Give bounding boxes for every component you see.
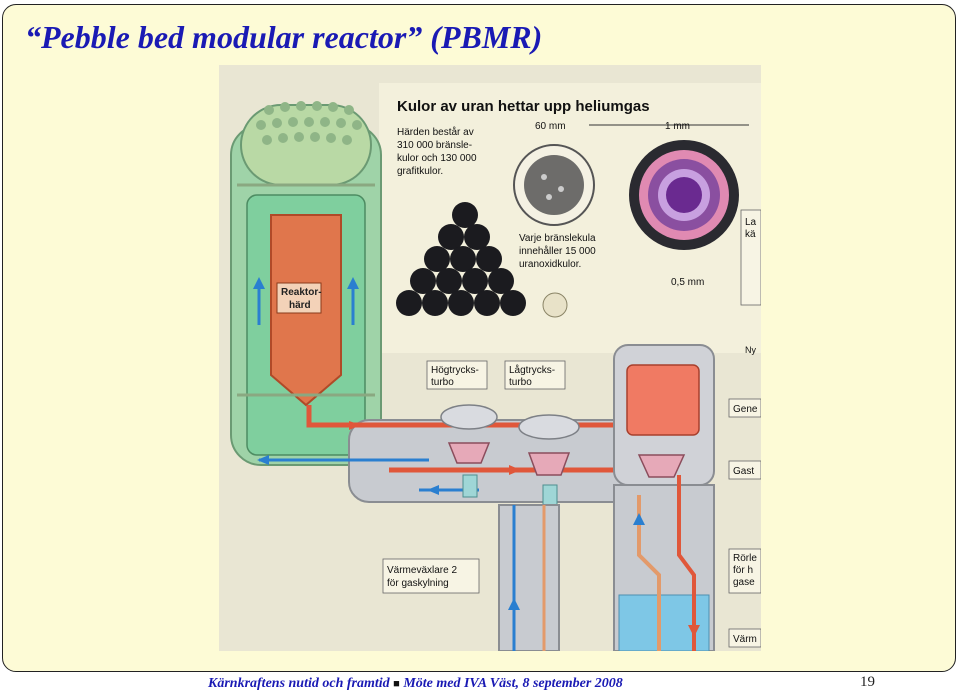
core-note-line1: Härden består av	[397, 126, 474, 138]
generator-tower	[614, 345, 714, 485]
reactor-label-line1: Reaktor-	[281, 287, 322, 298]
pebble-note-line3: uranoxidkulor.	[519, 259, 581, 270]
slide-title: “Pebble bed modular reactor” (PBMR)	[25, 19, 542, 56]
core-note-line2: 310 000 bränsle-	[397, 140, 472, 151]
svg-text:Gast: Gast	[733, 466, 754, 477]
svg-text:Värm: Värm	[733, 634, 757, 645]
heat-exchanger-label-line2: för gaskylning	[387, 578, 449, 589]
pebble-note-line2: innehåller 15 000	[519, 245, 596, 257]
core-note-line4: grafitkulor.	[397, 166, 443, 177]
footer-separator: ■	[393, 678, 400, 690]
svg-text:Rörle: Rörle	[733, 553, 757, 564]
lp-turbo-label-line1: Lågtrycks-	[509, 364, 555, 376]
reactor-vessel: Reaktor- härd	[231, 101, 381, 465]
heat-exchanger-label-line1: Värmeväxlare 2	[387, 565, 457, 576]
pebble-cross-section	[514, 145, 594, 225]
svg-text:kä: kä	[745, 229, 756, 240]
pebble-note-line1: Varje bränslekula	[519, 233, 596, 244]
page-number: 19	[860, 674, 875, 691]
size-05mm-label: 0,5 mm	[671, 277, 704, 288]
svg-text:La: La	[745, 217, 757, 228]
footer-right-text: Möte med IVA Väst, 8 september 2008	[403, 676, 622, 691]
slide-footer: Kärnkraftens nutid och framtid ■ Möte me…	[208, 676, 623, 692]
slide: “Pebble bed modular reactor” (PBMR) Reak…	[2, 4, 956, 672]
hp-turbo-label-line2: turbo	[431, 377, 454, 388]
svg-text:gase: gase	[733, 577, 755, 588]
svg-text:Gene: Gene	[733, 404, 758, 415]
svg-text:för h: för h	[733, 565, 753, 576]
reactor-illustration: Reaktor- härd	[219, 65, 761, 651]
core-note-line3: kulor och 130 000	[397, 153, 477, 164]
svg-text:Ny: Ny	[745, 345, 756, 355]
footer-left-text: Kärnkraftens nutid och framtid	[208, 676, 390, 691]
size-1mm-label: 1 mm	[665, 121, 690, 132]
figure-heading: Kulor av uran hettar upp heliumgas	[397, 98, 650, 115]
hp-turbo-label-line1: Högtrycks-	[431, 365, 479, 376]
lp-turbo-label-line2: turbo	[509, 377, 532, 388]
size-60mm-label: 60 mm	[535, 121, 566, 132]
reactor-label-line2: härd	[289, 300, 311, 311]
